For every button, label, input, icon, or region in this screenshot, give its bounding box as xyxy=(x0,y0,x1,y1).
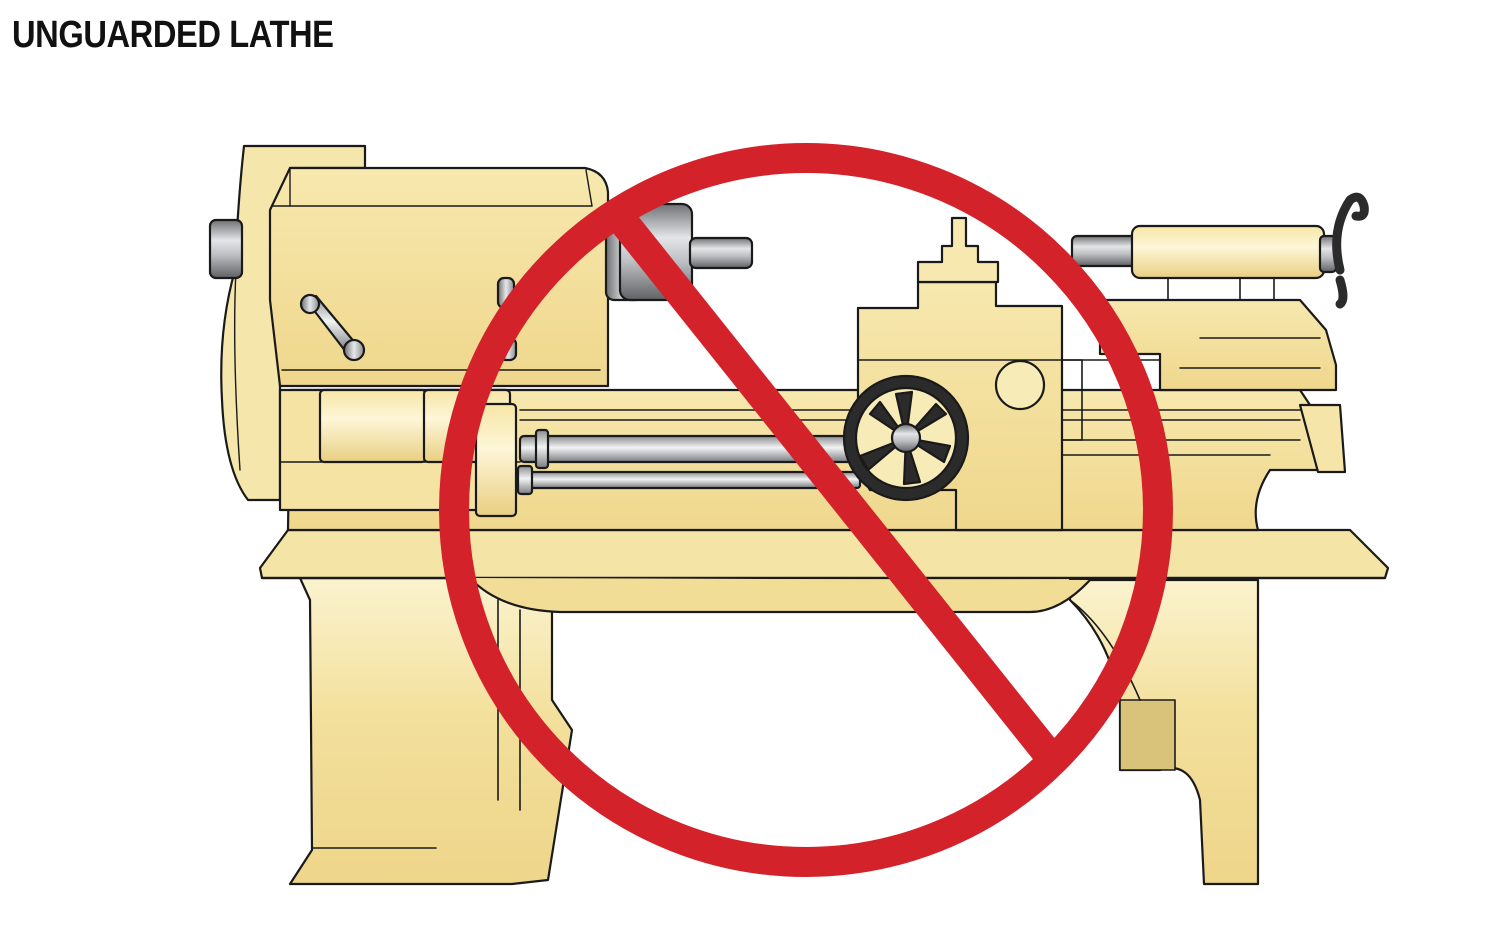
spindle-stub-left xyxy=(208,218,244,280)
carriage-dial xyxy=(994,359,1046,411)
handwheel-icon xyxy=(842,374,970,502)
prohibition-sign-icon xyxy=(439,143,1173,877)
chip-pan xyxy=(258,528,1390,580)
gear-cover xyxy=(220,144,367,502)
headstock xyxy=(268,166,610,388)
page-title: UNGUARDED LATHE xyxy=(12,14,334,56)
tailstock xyxy=(1070,192,1369,309)
